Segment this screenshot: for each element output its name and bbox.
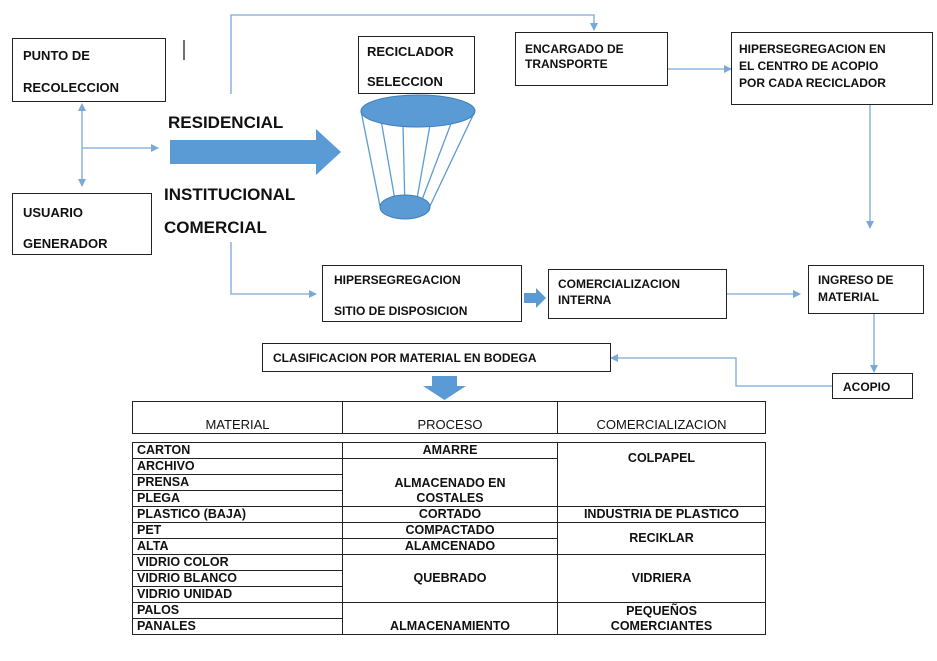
- ingreso-material-box: INGRESO DE MATERIAL: [808, 265, 924, 314]
- comercializacion-pequenos-line1: PEQUEÑOS: [626, 603, 697, 618]
- acopio-clasificacion-connector: [610, 354, 832, 387]
- down-flow-arrow: [423, 376, 466, 400]
- reciclador-seleccion-box: RECICLADOR SELECCION: [358, 36, 475, 94]
- hipersegregacion-centro-box: HIPERSEGREGACION EN EL CENTRO DE ACOPIO …: [731, 32, 933, 105]
- table-row: VIDRIO UNIDAD: [132, 586, 766, 603]
- material-cell: VIDRIO COLOR: [132, 554, 343, 571]
- comercializacion-interna-box: COMERCIALIZACION INTERNA: [548, 269, 727, 319]
- material-cell: PALOS: [132, 602, 343, 619]
- header-comercializacion: COMERCIALIZACION: [557, 401, 766, 434]
- encargado-transporte-box: ENCARGADO DE TRANSPORTE: [515, 32, 668, 86]
- punto-line1: PUNTO DE: [23, 48, 90, 63]
- table-row: CARTON AMARRE COLPAPEL: [132, 442, 766, 507]
- material-cell: PLEGA: [132, 490, 343, 507]
- material-cell: PRENSA: [132, 474, 343, 491]
- usuario-line1: USUARIO: [23, 205, 83, 220]
- comercializacion-pequenos-line2: COMERCIANTES: [610, 618, 713, 633]
- institucional-label: INSTITUCIONAL: [164, 185, 296, 204]
- material-cell: PLASTICO (BAJA): [132, 506, 343, 523]
- comercializacion-cell: COLPAPEL: [557, 442, 766, 507]
- transporte-line1: ENCARGADO DE: [525, 42, 624, 56]
- punto-de-recoleccion-box: PUNTO DE RECOLECCION: [12, 38, 166, 102]
- clasificacion-box: CLASIFICACION POR MATERIAL EN BODEGA: [262, 343, 611, 372]
- centro-line1: HIPERSEGREGACION EN: [739, 42, 886, 56]
- residencial-label: RESIDENCIAL: [168, 113, 284, 132]
- proceso-cell: ALAMCENADO: [342, 538, 558, 555]
- proceso-cell: AMARRE: [342, 442, 558, 459]
- proceso-cell: QUEBRADO: [342, 554, 558, 603]
- proceso-cell: ALMACENADO EN COSTALES: [342, 458, 558, 507]
- table-row: VIDRIO COLOR QUEBRADO VIDRIERA: [132, 554, 766, 603]
- reciclador-line2: SELECCION: [367, 74, 443, 89]
- punto-line2: RECOLECCION: [23, 80, 120, 95]
- comercializacion-cell: INDUSTRIA DE PLASTICO: [557, 506, 766, 523]
- material-cell: CARTON: [132, 442, 343, 459]
- proceso-cell: COMPACTADO: [342, 522, 558, 539]
- reciclador-line1: RECICLADOR: [367, 44, 454, 59]
- big-flow-arrow: [170, 129, 341, 175]
- sitio-line1: HIPERSEGREGACION: [334, 273, 461, 287]
- to-sitio-connector: [230, 242, 317, 298]
- ingreso-line1: INGRESO DE: [818, 273, 894, 287]
- material-table: MATERIAL PROCESO COMERCIALIZACION CARTON…: [132, 401, 766, 635]
- comercializacion-cell: VIDRIERA: [557, 554, 766, 603]
- to-transporte-connector: [230, 14, 598, 94]
- table-header-row: MATERIAL PROCESO COMERCIALIZACION: [132, 401, 766, 434]
- acopio-box: ACOPIO: [832, 373, 913, 399]
- sitio-line2: SITIO DE DISPOSICION: [334, 304, 468, 318]
- table-row: PET COMPACTADO RECIKLAR: [132, 522, 766, 555]
- table-row: PLEGA: [132, 490, 766, 507]
- header-material: MATERIAL: [132, 401, 343, 434]
- small-flow-arrow: [524, 288, 546, 308]
- material-cell: PET: [132, 522, 343, 539]
- usuario-generador-box: USUARIO GENERADOR: [12, 193, 152, 255]
- comercializacion-cell: RECIKLAR: [557, 522, 766, 555]
- material-cell: VIDRIO UNIDAD: [132, 586, 343, 603]
- header-proceso: PROCESO: [342, 401, 558, 434]
- proceso-almacenado-line1: ALMACENADO EN: [394, 476, 506, 490]
- acopio-label: ACOPIO: [843, 380, 891, 394]
- material-cell: PANALES: [132, 618, 343, 635]
- proceso-almacenado-line2: COSTALES: [416, 491, 484, 505]
- centro-line2: EL CENTRO DE ACOPIO: [739, 59, 879, 73]
- hipersegregacion-sitio-box: HIPERSEGREGACION SITIO DE DISPOSICION: [322, 265, 522, 322]
- material-cell: ARCHIVO: [132, 458, 343, 475]
- clasificacion-label: CLASIFICACION POR MATERIAL EN BODEGA: [273, 351, 537, 365]
- comercial-label: COMERCIAL: [164, 218, 267, 237]
- proceso-cell: CORTADO: [342, 506, 558, 523]
- table-row: PANALES: [132, 618, 766, 635]
- material-cell: VIDRIO BLANCO: [132, 570, 343, 587]
- table-row: ARCHIVO ALMACENADO EN COSTALES: [132, 458, 766, 507]
- usuario-line2: GENERADOR: [23, 236, 108, 251]
- table-row: PALOS ALMACENAMIENTO PEQUEÑOS COMERCIANT…: [132, 602, 766, 635]
- proceso-cell: ALMACENAMIENTO: [342, 602, 558, 635]
- ingreso-line2: MATERIAL: [818, 290, 880, 304]
- comercializacion-cell: PEQUEÑOS COMERCIANTES: [557, 602, 766, 635]
- material-cell: ALTA: [132, 538, 343, 555]
- interna-line2: INTERNA: [558, 293, 612, 307]
- table-row: VIDRIO BLANCO: [132, 570, 766, 587]
- transporte-line2: TRANSPORTE: [525, 57, 608, 71]
- table-row: PLASTICO (BAJA) CORTADO INDUSTRIA DE PLA…: [132, 506, 766, 523]
- interna-line1: COMERCIALIZACION: [558, 277, 680, 291]
- centro-line3: POR CADA RECICLADOR: [739, 76, 886, 90]
